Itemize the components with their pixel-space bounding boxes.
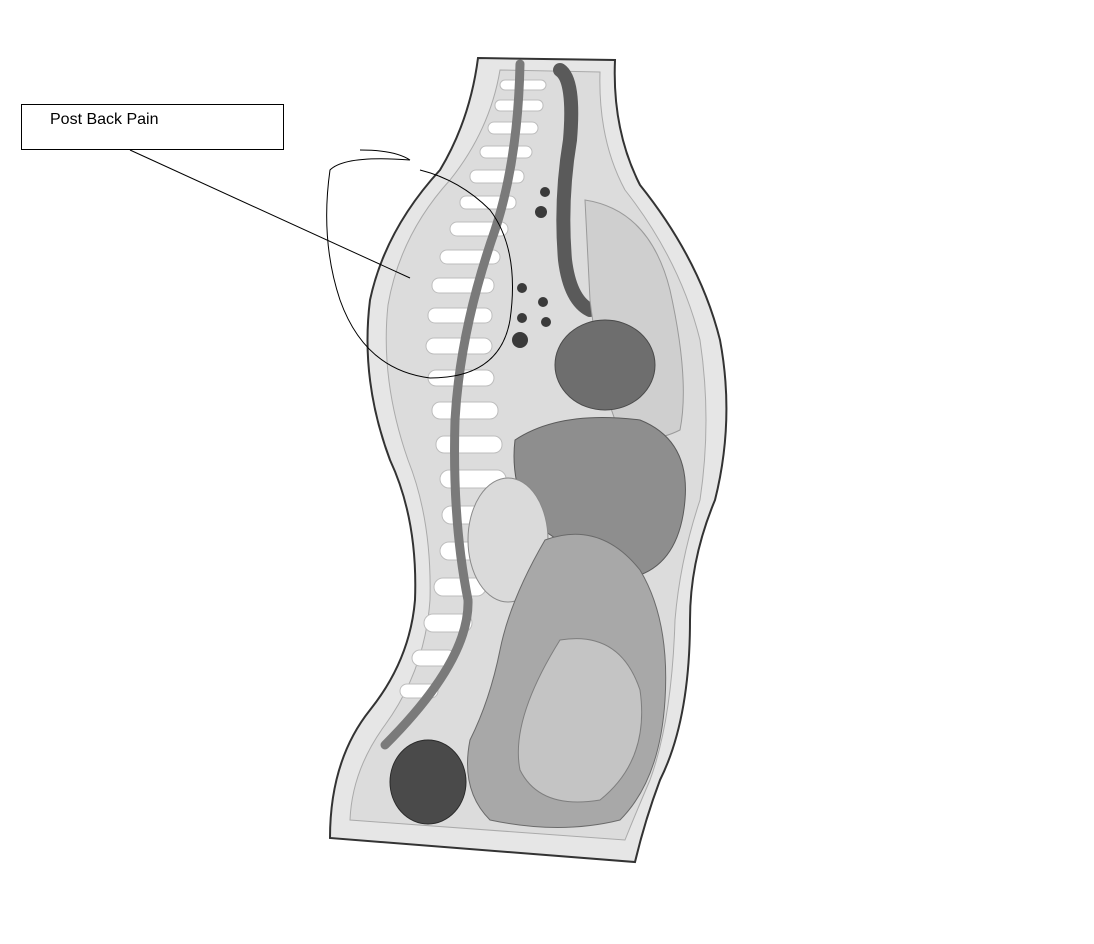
annotation-label-box: Post Back Pain — [21, 104, 284, 150]
pain-area-circle — [326, 149, 513, 379]
heart — [554, 319, 656, 411]
vessels — [512, 187, 551, 348]
pointer-line — [129, 149, 411, 279]
annotation-label: Post Back Pain — [50, 111, 159, 128]
trachea — [553, 63, 597, 317]
spinal-cord — [380, 59, 525, 750]
small-intestine — [517, 638, 643, 803]
rectum — [389, 739, 467, 825]
